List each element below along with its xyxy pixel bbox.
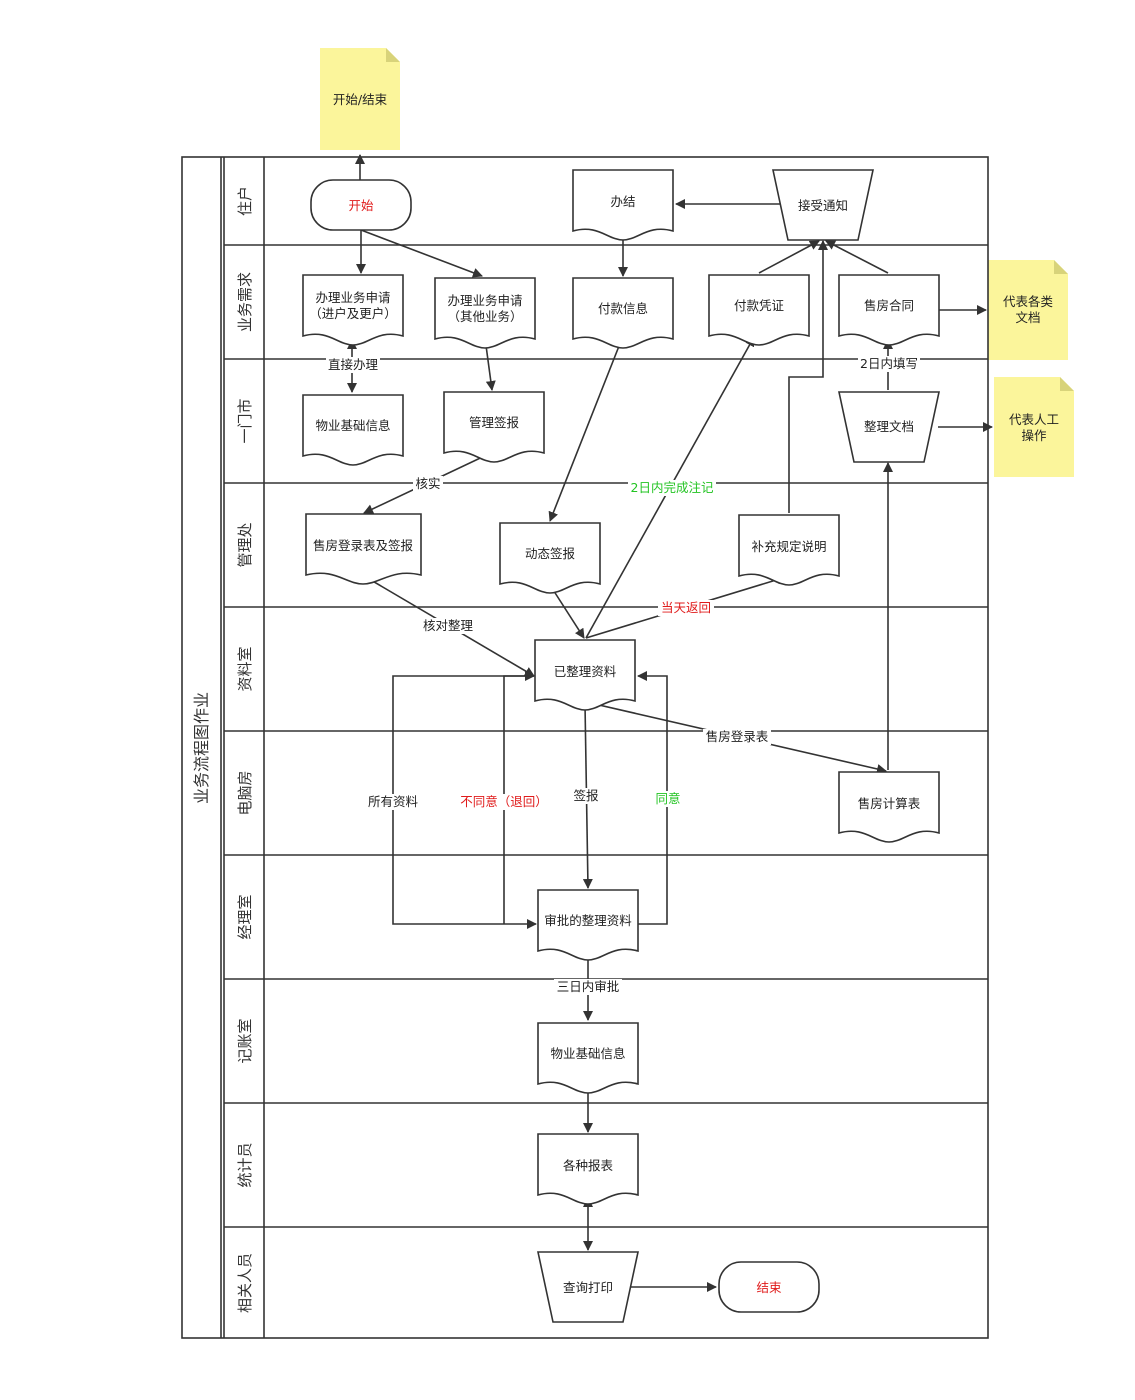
lane-label-manager-office: 经理室 <box>236 894 254 939</box>
note-manual-line2: 操作 <box>1021 428 1047 443</box>
edge-label-all-data: 所有资料 <box>364 794 422 810</box>
node-sales-contract-text: 售房合同 <box>864 298 914 313</box>
note-start-end-text: 开始/结束 <box>333 92 388 107</box>
lane-label-business-needs: 业务需求 <box>236 272 254 332</box>
node-organize-docs-text: 整理文档 <box>864 419 914 434</box>
edge-label-sign: 签报 <box>571 788 601 804</box>
note-documents-line1: 代表各类 <box>1003 294 1054 309</box>
node-sales-calc: 售房计算表 <box>838 771 940 843</box>
edge-label-disagree-text: 不同意（退回） <box>460 794 548 809</box>
node-mgmt-sign-text: 管理签报 <box>469 415 520 430</box>
node-apply-other-line1: 办理业务申请 <box>447 293 522 308</box>
edge-label-same-day: 当天返回 <box>658 600 714 616</box>
edge-label-two-day-note-text: 2日内完成注记 <box>631 480 714 495</box>
node-reports: 各种报表 <box>537 1133 639 1205</box>
lane-label-archive-room: 资料室 <box>236 646 254 691</box>
edge-label-agree-text: 同意 <box>655 791 680 806</box>
note-start-end: 开始/结束 <box>320 48 400 150</box>
edge-label-same-day-text: 当天返回 <box>661 600 711 615</box>
lane-label-residents: 住户 <box>236 186 254 216</box>
node-done-text: 办结 <box>610 194 635 209</box>
node-start: 开始 <box>310 179 412 231</box>
edge-label-agree: 同意 <box>653 791 683 807</box>
node-query-print: 查询打印 <box>537 1251 639 1323</box>
edge-label-check-org: 核对整理 <box>420 618 476 634</box>
edge-label-fill-2days: 2日内填写 <box>858 356 920 372</box>
note-manual-line1: 代表人工 <box>1009 412 1059 427</box>
edge-payment-info-to-dynamic-sign <box>548 340 622 522</box>
edge-label-verify-text: 核实 <box>415 476 440 491</box>
lane-label-related-staff: 相关人员 <box>236 1253 254 1313</box>
edge-label-direct-text: 直接办理 <box>328 357 379 372</box>
node-payment-voucher-text: 付款凭证 <box>734 298 785 313</box>
note-documents-line2: 文档 <box>1015 310 1040 325</box>
node-sales-register-text: 售房登录表及签报 <box>313 538 414 553</box>
node-property-info-accounting: 物业基础信息 <box>537 1022 639 1094</box>
node-sales-calc-text: 售房计算表 <box>858 796 921 811</box>
lane-label-statistician: 统计员 <box>236 1142 254 1187</box>
node-apply-entry: 办理业务申请 （进户及更户） <box>302 274 404 346</box>
node-apply-entry-line2: （进户及更户） <box>309 306 397 321</box>
node-apply-other-line2: （其他业务） <box>447 309 522 324</box>
node-supplement-text: 补充规定说明 <box>751 539 826 554</box>
node-done: 办结 <box>572 169 674 241</box>
edge-label-disagree: 不同意（退回） <box>456 794 552 810</box>
edge-label-sales-reg-table: 售房登录表 <box>703 729 771 745</box>
node-organize-docs: 整理文档 <box>838 391 940 463</box>
node-apply-entry-line1: 办理业务申请 <box>315 290 390 305</box>
node-end-text: 结束 <box>756 1280 782 1295</box>
node-receive-notice-text: 接受通知 <box>798 198 848 213</box>
node-property-info-store-text: 物业基础信息 <box>315 418 390 433</box>
edge-voucher-to-notice <box>758 240 820 274</box>
node-payment-voucher: 付款凭证 <box>708 274 810 346</box>
edge-label-check-org-text: 核对整理 <box>423 618 474 633</box>
node-payment-info: 付款信息 <box>572 277 674 349</box>
node-receive-notice: 接受通知 <box>772 169 874 241</box>
node-sales-contract: 售房合同 <box>838 274 940 346</box>
node-reports-text: 各种报表 <box>563 1158 614 1173</box>
node-mgmt-sign: 管理签报 <box>443 391 545 463</box>
node-query-print-text: 查询打印 <box>563 1280 613 1295</box>
edge-label-direct: 直接办理 <box>326 357 380 373</box>
lane-label-store-one: 一门市 <box>236 398 254 443</box>
edge-label-three-day: 三日内审批 <box>554 979 622 995</box>
node-start-text: 开始 <box>348 198 374 213</box>
edge-start-to-apply2 <box>360 229 483 278</box>
edge-label-three-day-text: 三日内审批 <box>557 979 620 994</box>
edge-label-verify: 核实 <box>413 476 443 492</box>
node-organized-data-text: 已整理资料 <box>554 664 617 679</box>
edge-label-sign-text: 签报 <box>573 788 599 803</box>
lane-label-management-office: 管理处 <box>236 522 254 567</box>
node-end: 结束 <box>718 1261 820 1313</box>
edge-label-sales-reg-table-text: 售房登录表 <box>706 729 769 744</box>
node-approved-data: 审批的整理资料 <box>537 889 639 961</box>
note-documents: 代表各类 文档 <box>988 260 1068 360</box>
node-organized-data: 已整理资料 <box>534 639 636 711</box>
pool-title: 业务流程图作业 <box>192 692 211 804</box>
node-dynamic-sign: 动态签报 <box>499 522 601 594</box>
edge-contract-to-notice <box>825 240 889 274</box>
node-apply-other: 办理业务申请 （其他业务） <box>434 277 536 349</box>
edge-label-two-day-note: 2日内完成注记 <box>628 480 716 496</box>
node-payment-info-text: 付款信息 <box>598 301 648 316</box>
edge-dynamic-sign-to-organized <box>549 584 585 639</box>
edge-label-fill-2days-text: 2日内填写 <box>860 356 918 371</box>
node-property-info-accounting-text: 物业基础信息 <box>550 1046 625 1061</box>
lane-label-accounting-room: 记账室 <box>236 1018 254 1063</box>
lane-label-computer-room: 电脑房 <box>236 770 254 815</box>
node-dynamic-sign-text: 动态签报 <box>525 546 576 561</box>
edge-supplement-to-notice <box>788 240 828 513</box>
edge-label-all-data-text: 所有资料 <box>368 794 419 809</box>
node-sales-register: 售房登录表及签报 <box>305 513 422 585</box>
node-supplement: 补充规定说明 <box>738 514 840 586</box>
note-manual-operation: 代表人工 操作 <box>994 377 1074 477</box>
node-approved-data-text: 审批的整理资料 <box>544 913 632 928</box>
node-property-info-store: 物业基础信息 <box>302 394 404 466</box>
